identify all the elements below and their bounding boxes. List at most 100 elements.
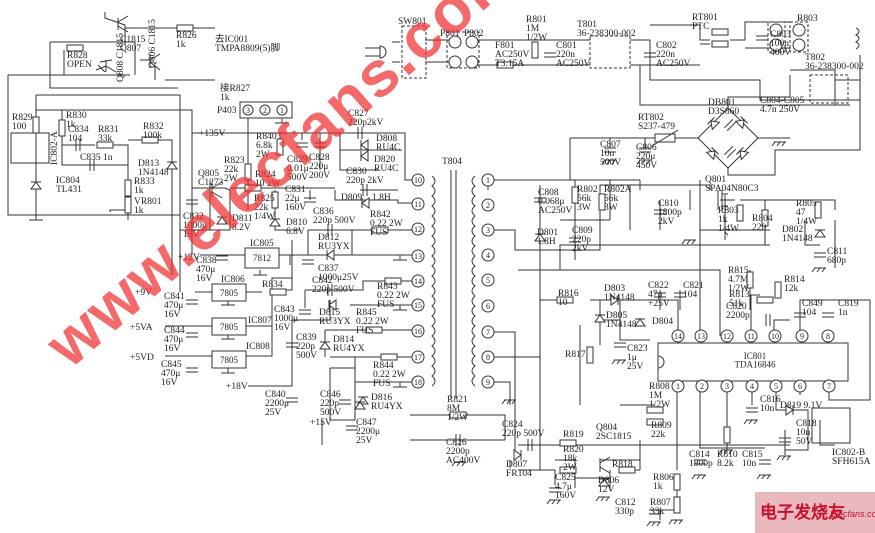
t804-pin: 9 [486,378,490,387]
r803-socket [767,21,786,53]
ic808-label: IC808 [246,342,270,352]
p403-pin: 3 [246,106,250,115]
t804-pin: 14 [414,277,422,286]
t804-pin: 18 [414,378,422,387]
ic808-part: 7805 [220,355,239,365]
t804-pin: 4 [486,251,490,260]
p403-connector[interactable]: 3 2 1 [239,101,293,119]
ic805-part: 7812 [253,253,271,263]
logo-cn: 电子发烧友 [760,502,845,523]
v12-output: +12V [178,253,200,263]
p403-label: P403 [217,106,237,116]
t804-pin: 10 [414,176,422,185]
ic801-pin: 7 [827,382,831,391]
ic802a-optocoupler [10,132,50,164]
transistors [95,15,728,474]
d819-label: D819 9.1V [780,401,822,411]
resistors [32,24,822,514]
ic801-pin: 5 [774,382,778,391]
ic801-pin: 11 [747,332,755,341]
v135-output: +135V [199,129,226,139]
t804-pin: 13 [414,252,422,261]
p801-label: P801 [440,29,460,39]
v18-output: +18V [226,382,248,392]
q808-icon [95,59,117,73]
t802-filter [809,74,849,104]
r834-label: R834 [262,280,283,290]
ic801-pin: 4 [750,382,754,391]
sw801-label: SW801 [398,17,427,27]
ic805-label: IC805 [250,239,274,249]
t804-pin: 3 [486,226,490,235]
r817-label: R817 [565,350,586,360]
q808-label: Q808 C1815 [116,33,126,82]
t804-pin: 11 [414,200,422,209]
p403-pin: 1 [280,106,284,115]
ic801-pin: 13 [697,332,705,341]
p403-pin: 2 [263,106,267,115]
t804-label: T804 [442,157,462,167]
wires [7,12,871,520]
t804-pin: 1 [486,176,490,185]
ic802a-label: IC802-A [50,131,60,165]
v9-output: +9V [135,288,152,298]
r819-label: R819 [563,430,584,440]
sw801-switch[interactable] [401,25,427,79]
t801-filter [589,35,631,69]
ic806-part: 7805 [220,288,239,298]
ic801-pin: 12 [723,332,731,341]
ic801-pin: 1 [676,382,680,391]
q801-mosfet-icon [717,190,728,210]
t804-pin: 7 [486,328,490,337]
t804-pin: 16 [414,327,422,336]
q806-icon [140,53,161,71]
